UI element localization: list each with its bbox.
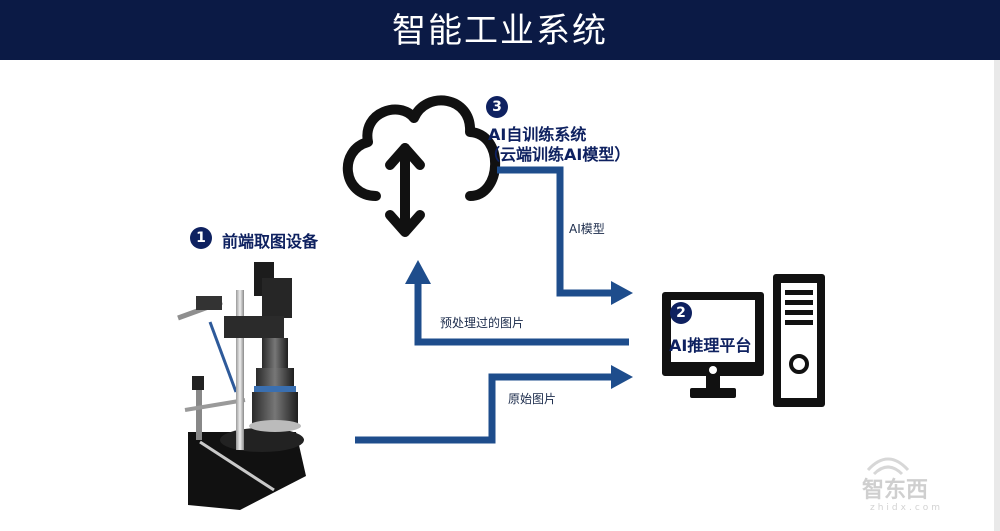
- watermark-subtext: zhidx.com: [870, 503, 943, 513]
- training-system-sublabel: （云端训练AI模型）: [484, 141, 630, 165]
- microscope-camera-rig-icon: [178, 262, 306, 510]
- inference-platform-label: AI推理平台: [669, 332, 751, 356]
- arrow-original-image: [355, 377, 612, 440]
- arrow-label-ai-model: AI模型: [569, 220, 605, 237]
- cloud-upload-download-icon: [348, 100, 495, 232]
- arrow-preprocessed-image-head: [405, 260, 431, 284]
- step-3-badge: 3: [486, 96, 508, 118]
- watermark-text: 智东西: [862, 472, 928, 504]
- step-2-badge: 2: [670, 302, 692, 324]
- arrow-ai-model-head: [611, 281, 633, 305]
- capture-device-label: 前端取图设备: [222, 228, 318, 252]
- arrow-label-original: 原始图片: [508, 390, 556, 407]
- step-1-badge: 1: [190, 227, 212, 249]
- arrow-original-image-head: [611, 365, 633, 389]
- arrow-label-preprocessed: 预处理过的图片: [440, 314, 524, 331]
